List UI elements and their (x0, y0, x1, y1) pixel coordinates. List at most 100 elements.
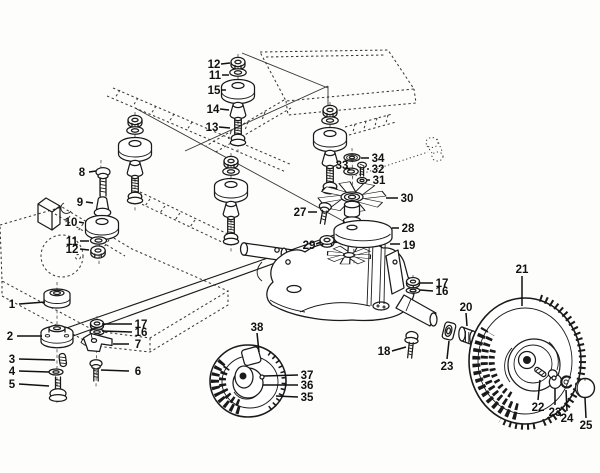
callout-22: 22 (532, 402, 545, 414)
wheel-rim (504, 338, 561, 392)
cooling-fan-part-30 (317, 181, 387, 213)
callout-leader-16-right (419, 289, 434, 292)
bolt-icon (95, 166, 111, 197)
mount-stack-top (220, 53, 256, 155)
callout-14: 14 (207, 104, 220, 116)
callout-leader-29 (315, 241, 322, 245)
pulley-part-28 (333, 216, 393, 249)
chassis-hole (40, 234, 84, 278)
callout-11-left: 11 (66, 236, 79, 248)
callout-leader-9 (85, 201, 94, 204)
front-wheel (209, 344, 287, 418)
callout-leader-10 (78, 221, 85, 224)
callout-layer: 1234567891011121211151413272933343231302… (7, 59, 593, 432)
chassis-plate (0, 191, 233, 353)
lock-nut-icon (89, 318, 105, 331)
callout-leader-4 (18, 370, 50, 373)
callout-leader-35 (275, 395, 299, 398)
tread-notch (241, 346, 262, 367)
frame-outline (106, 49, 444, 223)
callout-10: 10 (65, 217, 78, 229)
bearing-housing-part-1 (43, 288, 71, 309)
callout-1: 1 (9, 299, 16, 311)
callout-16-right: 16 (436, 286, 449, 298)
callout-17-right: 17 (436, 278, 449, 290)
hex-nut-icon (90, 245, 106, 259)
callout-8: 8 (79, 167, 86, 179)
rubber-grommet-icon (84, 214, 120, 241)
callout-leader-14 (219, 108, 230, 111)
housing-port (372, 301, 390, 311)
e-ring-part-24 (560, 375, 573, 389)
callout-20: 20 (460, 302, 473, 314)
callout-36: 36 (301, 380, 314, 392)
callout-37: 37 (301, 370, 314, 382)
callout-23-inner: 23 (441, 361, 454, 373)
axle-bolt-part-18 (404, 330, 419, 359)
mount-plate (385, 249, 405, 295)
nut-part-29 (319, 234, 335, 248)
idler-bracket-part-7 (80, 332, 113, 353)
axle-key-part-22 (534, 366, 547, 378)
bolt-part-27 (318, 202, 332, 225)
washer-icon (89, 328, 105, 336)
chassis-rear-rail (132, 191, 233, 244)
alignment-lines (134, 52, 346, 223)
right-axle-shaft (395, 294, 438, 327)
washer-part-33 (343, 167, 359, 176)
frame-rail-right (344, 113, 397, 136)
frame-rail-center (205, 99, 292, 154)
callout-23-outer: 23 (549, 407, 562, 419)
callout-leader-18 (391, 346, 407, 352)
callout-11-top: 11 (209, 70, 222, 82)
callout-27: 27 (294, 207, 307, 219)
callout-leader-25 (584, 397, 587, 419)
transaxle-housing (239, 240, 438, 359)
callout-leader-6 (100, 369, 130, 372)
washer-part-4 (48, 368, 64, 376)
bolt-part-5 (48, 376, 68, 403)
screw-part-32 (356, 161, 368, 177)
flanged-washer-part-34 (343, 153, 361, 162)
callout-18: 18 (378, 346, 391, 358)
callout-33: 33 (336, 160, 349, 172)
callout-34: 34 (372, 153, 385, 165)
pulley-cluster (40, 282, 74, 404)
callout-31: 31 (373, 175, 386, 187)
callout-leader-12-top (220, 62, 231, 65)
bolt-part-6 (89, 359, 103, 382)
callout-6: 6 (135, 366, 141, 378)
callout-leader-23-inner (446, 340, 450, 360)
callout-9: 9 (77, 197, 83, 209)
support-rod-dotted (351, 136, 444, 178)
callout-29: 29 (303, 240, 316, 252)
belt-guide-rods (366, 224, 386, 307)
callout-leader-33 (345, 166, 351, 171)
callout-35: 35 (301, 392, 314, 404)
callout-7: 7 (135, 339, 141, 351)
nut-part-31 (356, 176, 368, 185)
hub-cap-part-25 (574, 377, 596, 399)
frame-panel (259, 49, 415, 102)
callout-12-left: 12 (66, 244, 79, 256)
bracket-cluster (80, 315, 113, 389)
lock-nut-icon (405, 276, 421, 289)
callout-19: 19 (403, 240, 416, 252)
callout-38: 38 (251, 322, 264, 334)
callout-leader-20 (465, 312, 468, 327)
callout-leader-3 (18, 358, 56, 361)
fan-cluster (317, 147, 393, 265)
callout-25: 25 (580, 420, 593, 432)
mount-stack-center (213, 152, 249, 254)
callout-4: 4 (9, 366, 16, 378)
frame-rail-left (106, 87, 293, 173)
callout-leader-8 (88, 170, 97, 173)
callout-5: 5 (9, 379, 16, 391)
rear-wheel (468, 294, 596, 430)
callout-leader-1 (18, 301, 46, 305)
callout-leader-24 (565, 389, 568, 412)
flat-washer-icon (89, 236, 108, 245)
mount-stack-left (117, 111, 153, 213)
